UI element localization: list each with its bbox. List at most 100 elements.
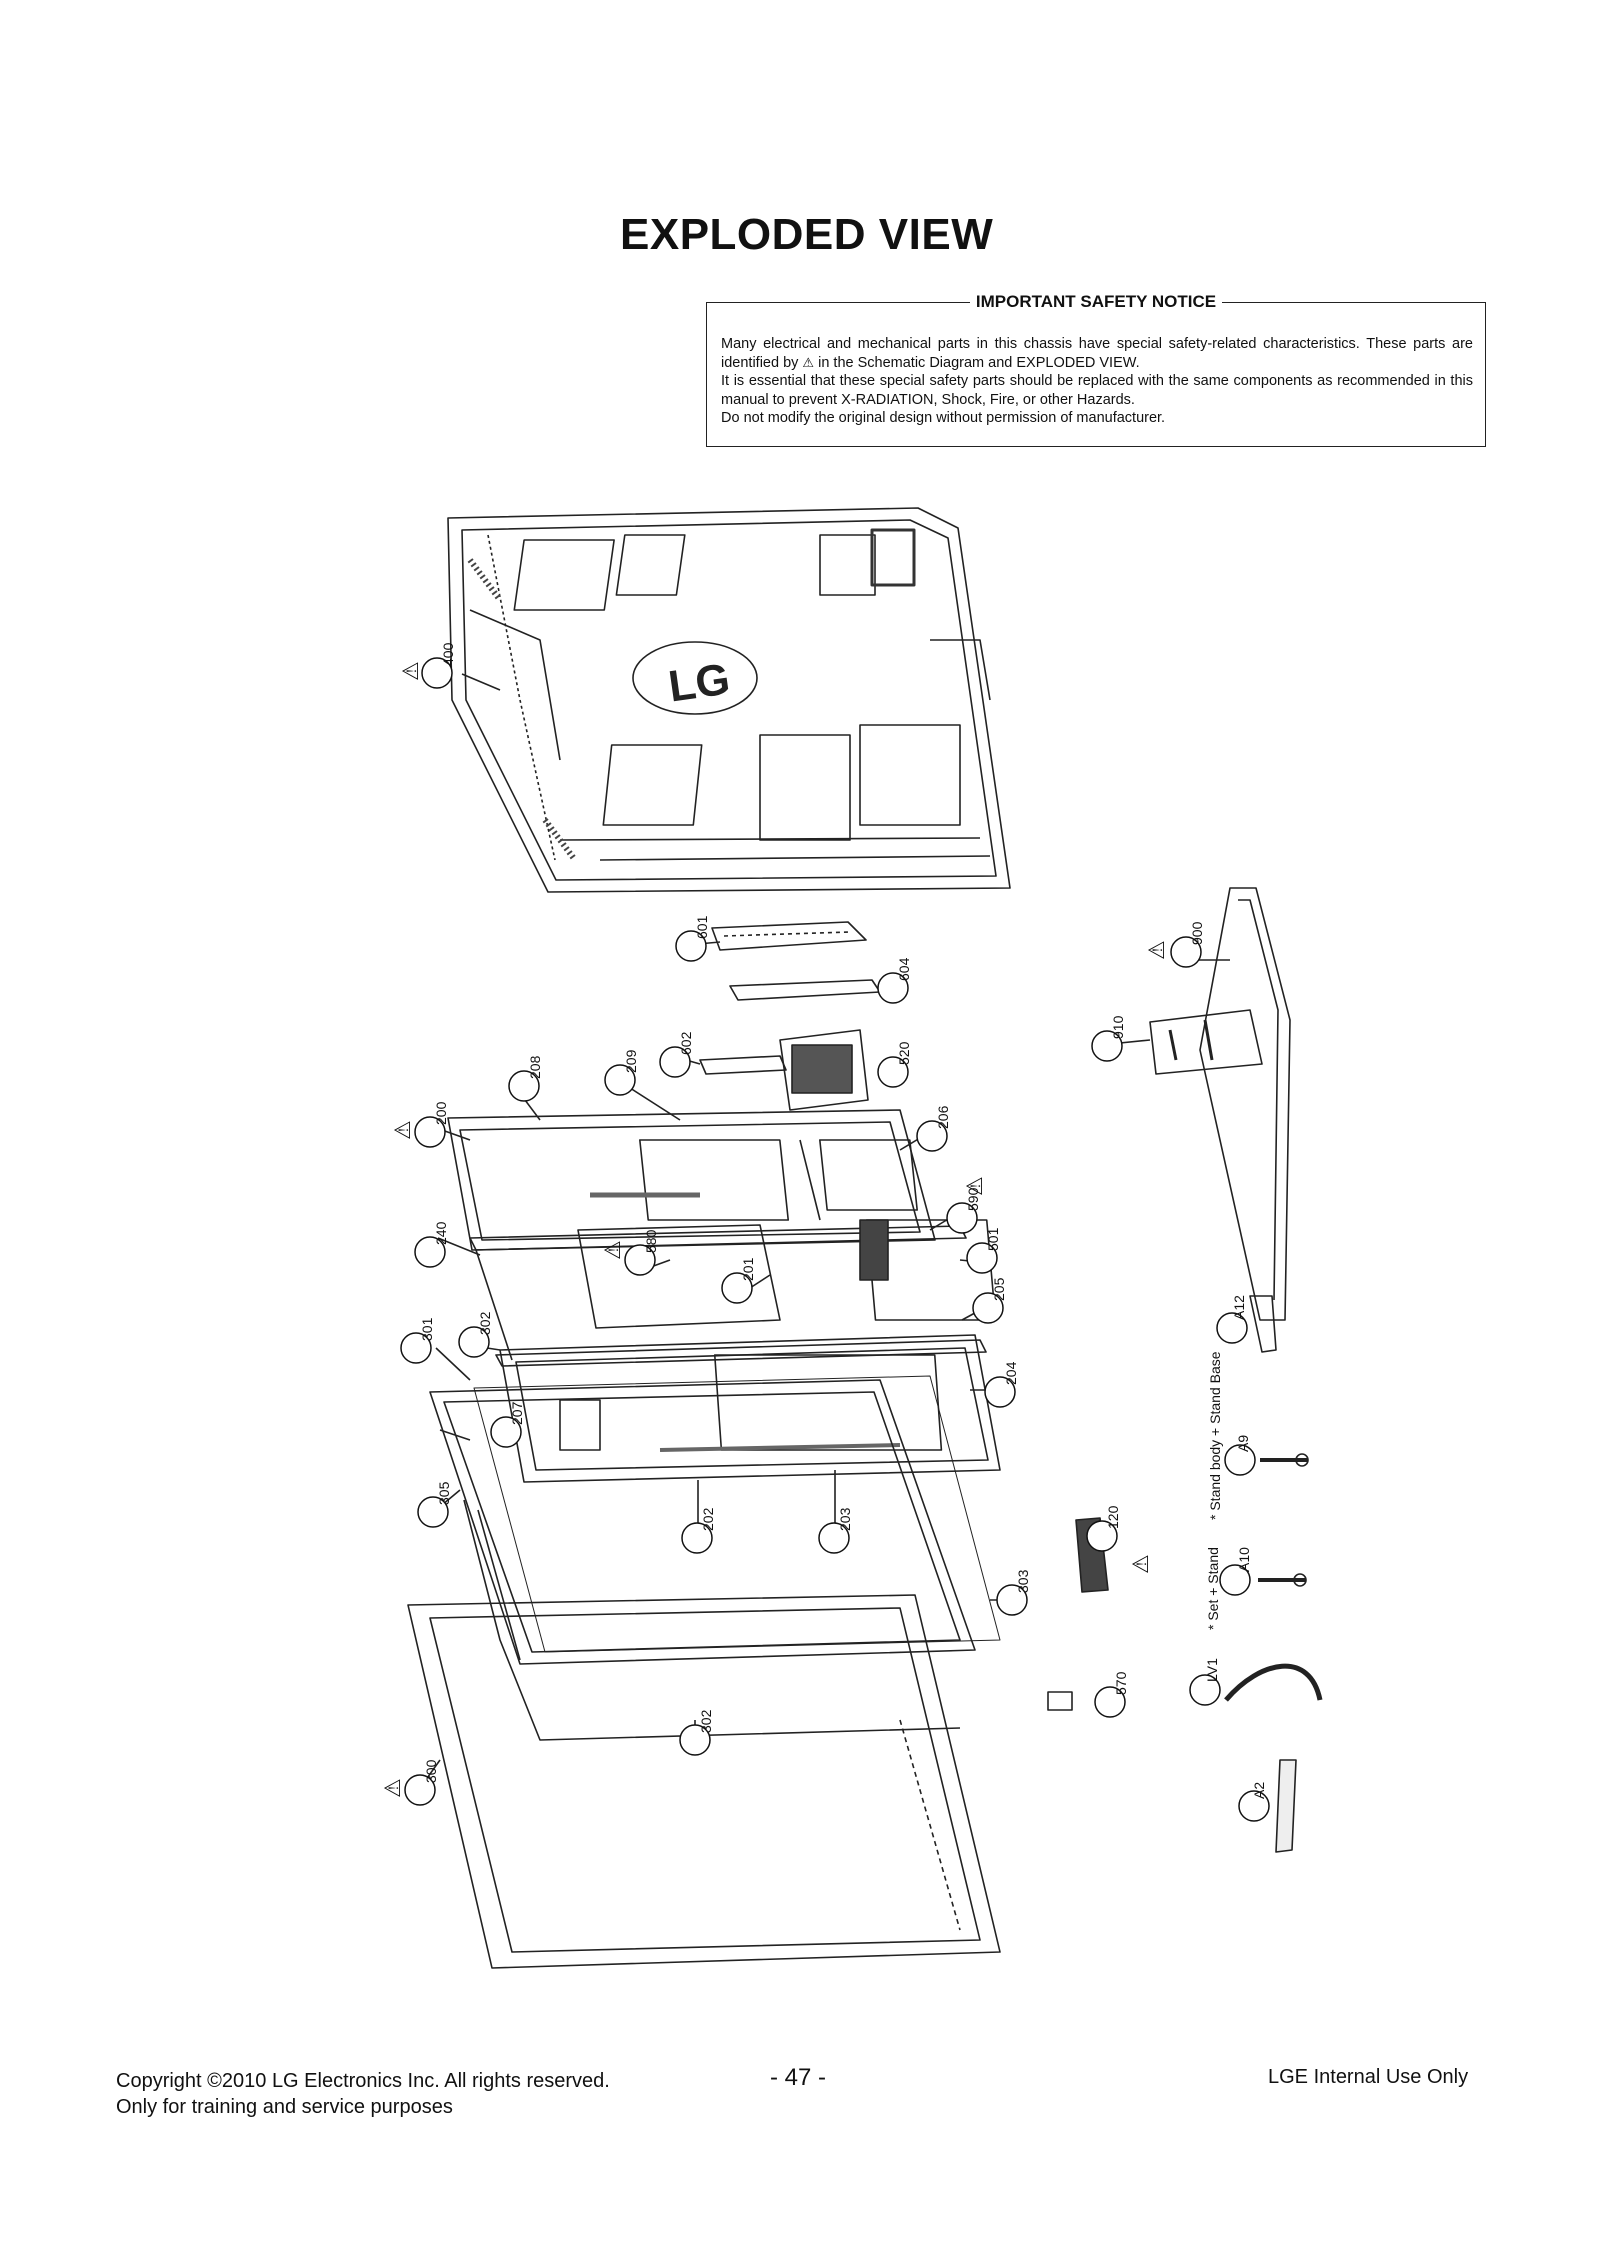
svg-text:202: 202 (700, 1507, 716, 1531)
svg-text:910: 910 (1110, 1015, 1126, 1039)
stand-bracket-a12 (1249, 1295, 1277, 1353)
svg-text:A10: A10 (1236, 1547, 1252, 1572)
callout-601: 601 (675, 915, 710, 962)
warning-icon: ⚠ (962, 1176, 987, 1196)
part-570 (1047, 1691, 1073, 1711)
callout-602: 602 (659, 1031, 694, 1078)
safety-notice-line1-pre: Many electrical and mechanical parts in … (721, 336, 1473, 371)
svg-text:302: 302 (477, 1311, 493, 1335)
inner-frame (499, 1334, 1001, 1483)
warning-icon: ⚠ (398, 661, 423, 681)
svg-text:203: 203 (837, 1507, 853, 1531)
control-boards (711, 921, 881, 1001)
svg-text:580: 580 (643, 1229, 659, 1253)
callout-120: 120 (1086, 1505, 1121, 1552)
warning-icon: ⚠ (600, 1240, 625, 1260)
back-cover (447, 507, 1011, 893)
callout-580: 580 (624, 1229, 659, 1276)
safety-notice-line2: It is essential that these special safet… (721, 373, 1473, 408)
callout-900: 900 (1170, 921, 1205, 968)
svg-text:900: 900 (1189, 921, 1205, 945)
part-callouts: 400 601 604 602 520 209 208 200 206 240 … (380, 642, 1270, 1822)
footer-left: Copyright ©2010 LG Electronics Inc. All … (116, 2068, 610, 2120)
callout-302-upper: 302 (458, 1311, 493, 1358)
callout-209: 209 (604, 1049, 639, 1096)
purpose-text: Only for training and service purposes (116, 2096, 453, 2118)
front-bezel (407, 1594, 1001, 1969)
internal-use-label: LGE Internal Use Only (1268, 2066, 1469, 2088)
screw-a10 (1258, 1573, 1307, 1587)
lg-logo-text: LG (666, 654, 733, 711)
callout-240: 240 (414, 1221, 449, 1268)
callout-a12: A12 (1216, 1295, 1248, 1344)
set-stand-note: * Set + Stand (1205, 1547, 1221, 1630)
svg-text:400: 400 (440, 642, 456, 666)
svg-text:305: 305 (436, 1481, 452, 1505)
stand-body-note: * Stand body + Stand Base (1207, 1351, 1223, 1520)
svg-text:300: 300 (423, 1759, 439, 1783)
svg-text:200: 200 (433, 1101, 449, 1125)
safety-notice-line3: Do not modify the original design withou… (721, 410, 1166, 426)
callout-lv1: LV1 (1189, 1658, 1221, 1706)
screw-a9 (1260, 1453, 1309, 1467)
lcd-panel (429, 1379, 976, 1665)
main-board (699, 1029, 869, 1111)
warning-icon: ⚠ (1128, 1554, 1153, 1574)
callout-501: 501 (966, 1227, 1001, 1274)
svg-text:302: 302 (698, 1709, 714, 1733)
callout-305: 305 (417, 1481, 452, 1528)
svg-text:303: 303 (1015, 1569, 1031, 1593)
rear-frame (447, 1109, 936, 1251)
warning-icon: ⚠ (390, 1120, 415, 1140)
svg-text:240: 240 (433, 1221, 449, 1245)
warning-icon: ⚠ (802, 354, 815, 370)
svg-text:208: 208 (527, 1055, 543, 1079)
callout-910: 910 (1091, 1015, 1126, 1062)
remote-a2 (1275, 1759, 1297, 1853)
stand-base (1149, 887, 1291, 1321)
svg-text:590: 590 (965, 1187, 981, 1211)
page-number: - 47 - (770, 2064, 827, 2091)
callout-303: 303 (996, 1569, 1031, 1616)
callout-300: 300 (404, 1759, 439, 1806)
callout-205: 205 (972, 1277, 1007, 1324)
svg-text:201: 201 (740, 1257, 756, 1281)
svg-text:LV1: LV1 (1204, 1658, 1220, 1682)
svg-text:570: 570 (1113, 1671, 1129, 1695)
callout-208: 208 (508, 1055, 543, 1102)
svg-text:601: 601 (694, 915, 710, 939)
warning-icon: ⚠ (380, 1778, 405, 1798)
callout-302-lower: 302 (679, 1709, 714, 1756)
svg-text:501: 501 (985, 1227, 1001, 1251)
safety-notice-body: Many electrical and mechanical parts in … (721, 335, 1473, 428)
svg-text:A9: A9 (1235, 1435, 1251, 1452)
callout-202: 202 (681, 1507, 716, 1554)
svg-text:604: 604 (896, 957, 912, 981)
callout-200: 200 (414, 1101, 449, 1148)
svg-text:120: 120 (1105, 1505, 1121, 1529)
svg-text:520: 520 (896, 1041, 912, 1065)
callout-204: 204 (984, 1361, 1019, 1408)
svg-text:206: 206 (935, 1105, 951, 1129)
callout-203: 203 (818, 1507, 853, 1554)
svg-text:207: 207 (509, 1401, 525, 1425)
callout-a2: A2 (1238, 1782, 1270, 1822)
middle-frame (463, 1375, 1001, 1741)
svg-text:A2: A2 (1251, 1782, 1267, 1799)
safety-notice-title: IMPORTANT SAFETY NOTICE (707, 292, 1485, 312)
svg-text:205: 205 (991, 1277, 1007, 1301)
cross-bars (469, 1225, 987, 1367)
safety-notice-box: IMPORTANT SAFETY NOTICE Many electrical … (706, 292, 1486, 447)
callout-604: 604 (877, 957, 912, 1004)
svg-text:209: 209 (623, 1049, 639, 1073)
callout-207: 207 (490, 1401, 525, 1448)
callout-201: 201 (721, 1257, 756, 1304)
cable-lv1 (1224, 1663, 1323, 1702)
svg-text:602: 602 (678, 1031, 694, 1055)
callout-570: 570 (1094, 1671, 1129, 1718)
page-title: EXPLODED VIEW (620, 210, 994, 259)
svg-text:204: 204 (1003, 1361, 1019, 1385)
safety-notice-line1-post: in the Schematic Diagram and EXPLODED VI… (818, 354, 1140, 371)
callout-301: 301 (400, 1317, 435, 1364)
